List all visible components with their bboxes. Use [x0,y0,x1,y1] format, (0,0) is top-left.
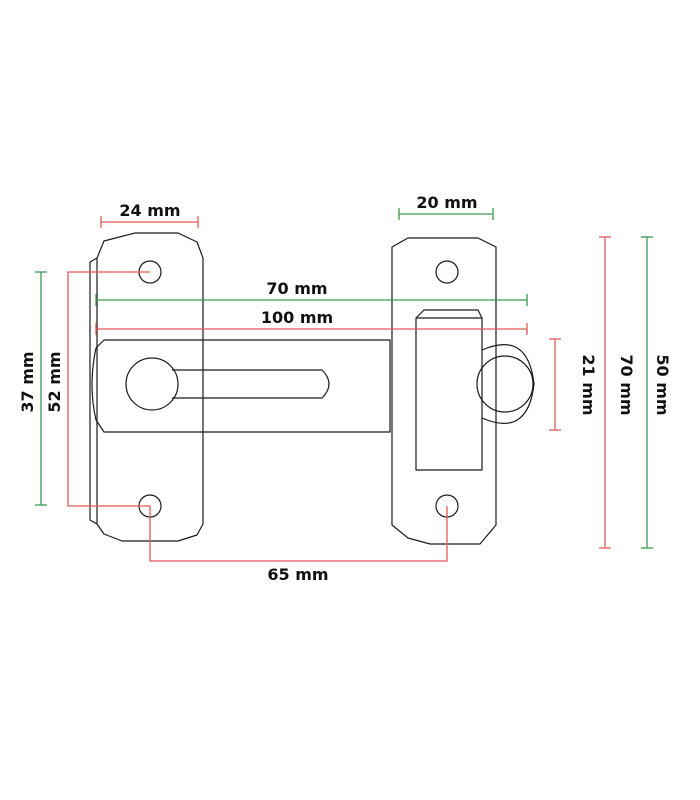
bolt-knob [125,357,179,411]
dim-65mm-bracket [149,506,448,562]
label-50mm: 50 mm [653,354,672,415]
label-37mm: 37 mm [18,351,37,412]
label-70mm-vertical: 70 mm [617,354,636,415]
latch-hardware [89,232,535,545]
label-24mm: 24 mm [119,201,180,220]
bolt-end [481,344,535,424]
label-70mm-horizontal: 70 mm [266,279,327,298]
label-20mm: 20 mm [416,193,477,212]
left-mounting-plate [96,232,204,542]
red-dimension-lines [67,216,611,562]
green-dimension-lines [35,208,653,549]
bolt-end-cap [476,355,534,413]
label-65mm: 65 mm [267,565,328,584]
label-52mm: 52 mm [45,351,64,412]
dimension-labels: 24 mm 20 mm 70 mm 100 mm 65 mm 37 mm 52 … [18,193,672,584]
catch-loop [415,317,483,471]
left-plate-back-strip [89,257,98,525]
bolt-slot [172,369,330,399]
dim-52mm-bracket [67,271,150,507]
right-plate-top-hole [435,260,459,284]
catch-loop-fold [415,309,483,319]
right-catch-plate [391,237,497,545]
label-21mm: 21 mm [579,354,598,415]
bolt-housing [91,339,391,433]
label-100mm: 100 mm [261,308,333,327]
